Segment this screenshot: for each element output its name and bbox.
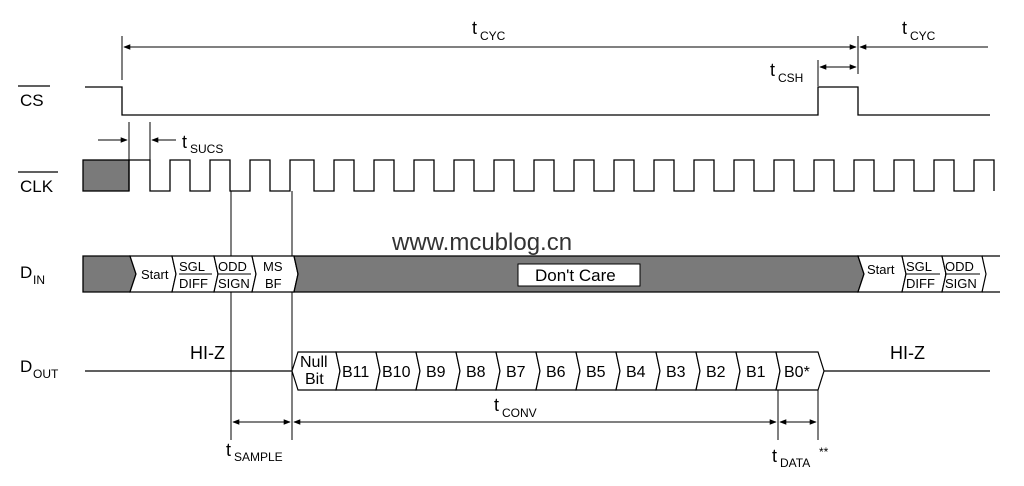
svg-text:SGL: SGL (179, 259, 205, 274)
svg-text:DIFF: DIFF (906, 276, 935, 291)
svg-text:**: ** (819, 445, 829, 459)
dout-bit-2: B9 (426, 364, 446, 381)
dout-bit-3: B8 (466, 364, 486, 381)
svg-text:CONV: CONV (502, 406, 537, 420)
tconv-marker: t CONV (293, 395, 777, 425)
svg-text:MS: MS (263, 259, 283, 274)
tcyc-marker: t CYC (121, 18, 859, 80)
din-label: D IN (20, 263, 45, 287)
clk-label: CLK (18, 171, 58, 196)
dout-labels: HI-Z Null Bit B11 B10 B9 B8 B7 B6 B5 B4 … (190, 343, 925, 388)
svg-text:HI-Z: HI-Z (890, 343, 925, 363)
svg-text:Start: Start (867, 262, 895, 277)
tsucs-marker: t SUCS (98, 122, 223, 160)
svg-text:t: t (226, 440, 231, 460)
svg-text:CYC: CYC (910, 29, 936, 43)
svg-text:IN: IN (33, 273, 45, 287)
tcyc-next-marker: t CYC (859, 18, 988, 50)
dout-label: D OUT (20, 357, 59, 381)
svg-text:ODD: ODD (218, 259, 247, 274)
svg-text:CYC: CYC (480, 29, 506, 43)
dont-care-box (517, 263, 641, 287)
svg-text:Null: Null (300, 354, 328, 371)
svg-text:CLK: CLK (20, 177, 54, 196)
svg-text:SGL: SGL (906, 259, 932, 274)
svg-text:SIGN: SIGN (945, 276, 977, 291)
svg-text:ODD: ODD (945, 259, 974, 274)
dout-bit-8: B3 (666, 364, 686, 381)
svg-text:Start: Start (141, 267, 169, 282)
clk-waveform (128, 159, 995, 192)
svg-text:t: t (772, 446, 777, 466)
dout-bit-7: B4 (626, 364, 646, 381)
dout-bit-4: B7 (506, 364, 526, 381)
tdata-marker: t DATA ** (772, 419, 829, 470)
dout-bit-0: B11 (342, 364, 369, 381)
tsample-marker: t SAMPLE (226, 419, 291, 464)
din-labels: Start SGL DIFF ODD SIGN MS BF Don't Care… (141, 259, 980, 291)
dout-bit-10: B1 (746, 364, 766, 381)
watermark-text: www.mcublog.cn (391, 229, 572, 256)
cs-label: CS (18, 85, 50, 110)
clk-idle-block (82, 159, 130, 192)
svg-text:DIFF: DIFF (179, 276, 208, 291)
dout-bit-9: B2 (706, 364, 726, 381)
svg-text:t: t (494, 395, 499, 415)
dout-waveform (85, 351, 990, 391)
svg-text:DATA: DATA (780, 456, 810, 470)
dout-bit-1: B10 (382, 364, 411, 381)
svg-text:SUCS: SUCS (190, 142, 223, 156)
dout-bit-5: B6 (546, 364, 566, 381)
svg-text:Bit: Bit (305, 371, 324, 388)
svg-text:CS: CS (20, 91, 44, 110)
svg-text:Don't Care: Don't Care (535, 266, 616, 285)
dout-bit-11: B0* (784, 364, 810, 381)
svg-text:t: t (770, 60, 775, 80)
svg-text:BF: BF (265, 276, 282, 291)
cs-waveform (85, 86, 990, 116)
svg-text:SIGN: SIGN (218, 276, 250, 291)
svg-text:t: t (472, 18, 477, 38)
tcsh-marker: t CSH (770, 60, 857, 86)
dout-bit-6: B5 (586, 364, 606, 381)
svg-text:D: D (20, 357, 32, 376)
svg-text:D: D (20, 263, 32, 282)
svg-text:OUT: OUT (33, 367, 59, 381)
sample-guides (230, 191, 819, 440)
svg-text:CSH: CSH (778, 71, 803, 85)
svg-text:t: t (902, 18, 907, 38)
svg-text:SAMPLE: SAMPLE (234, 450, 283, 464)
svg-text:t: t (182, 132, 187, 152)
svg-text:HI-Z: HI-Z (190, 343, 225, 363)
